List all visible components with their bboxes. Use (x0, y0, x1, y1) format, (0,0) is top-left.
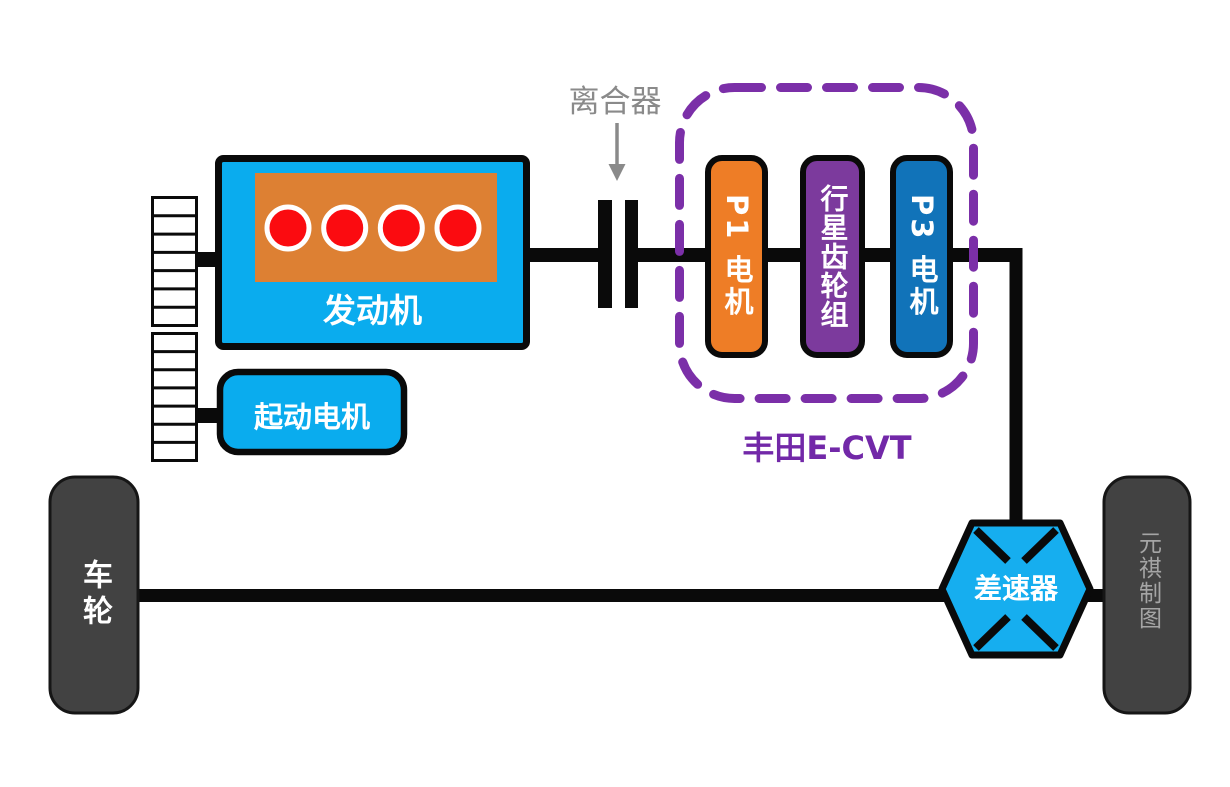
clutch-symbol (598, 200, 638, 308)
planetary-gearset-box (800, 155, 865, 358)
ecvt-boundary (675, 83, 978, 403)
wheel-label: 车轮 (77, 559, 112, 631)
watermark-label: 元祺制图 (1134, 531, 1161, 631)
clutch-label: 离合器 (568, 84, 662, 120)
starter-motor-box (216, 368, 408, 456)
belt-chain-symbol (151, 196, 198, 462)
planetary-gearset-label: 行星齿轮组 (816, 184, 850, 329)
belt-starter-stub (196, 408, 220, 423)
wheel-left (48, 475, 140, 715)
belt-engine-stub (196, 252, 218, 267)
ecvt-label: 丰田E-CVT (742, 429, 912, 467)
wheel-right (1102, 475, 1192, 715)
clutch-arrow-icon (608, 123, 626, 181)
motor-p3-box (890, 155, 953, 358)
differential-hexagon (938, 519, 1094, 659)
motor-p1-label: P1 电机 (720, 194, 754, 319)
drive-shafts (139, 248, 1104, 602)
cylinder-icons (264, 204, 482, 252)
differential-label: 差速器 (973, 572, 1058, 605)
motor-p1-box (705, 155, 768, 358)
engine-label: 发动机 (323, 291, 422, 330)
motor-p3-label: P3 电机 (905, 194, 939, 319)
starter-motor-label: 起动电机 (253, 400, 370, 434)
engine-block (215, 155, 530, 350)
